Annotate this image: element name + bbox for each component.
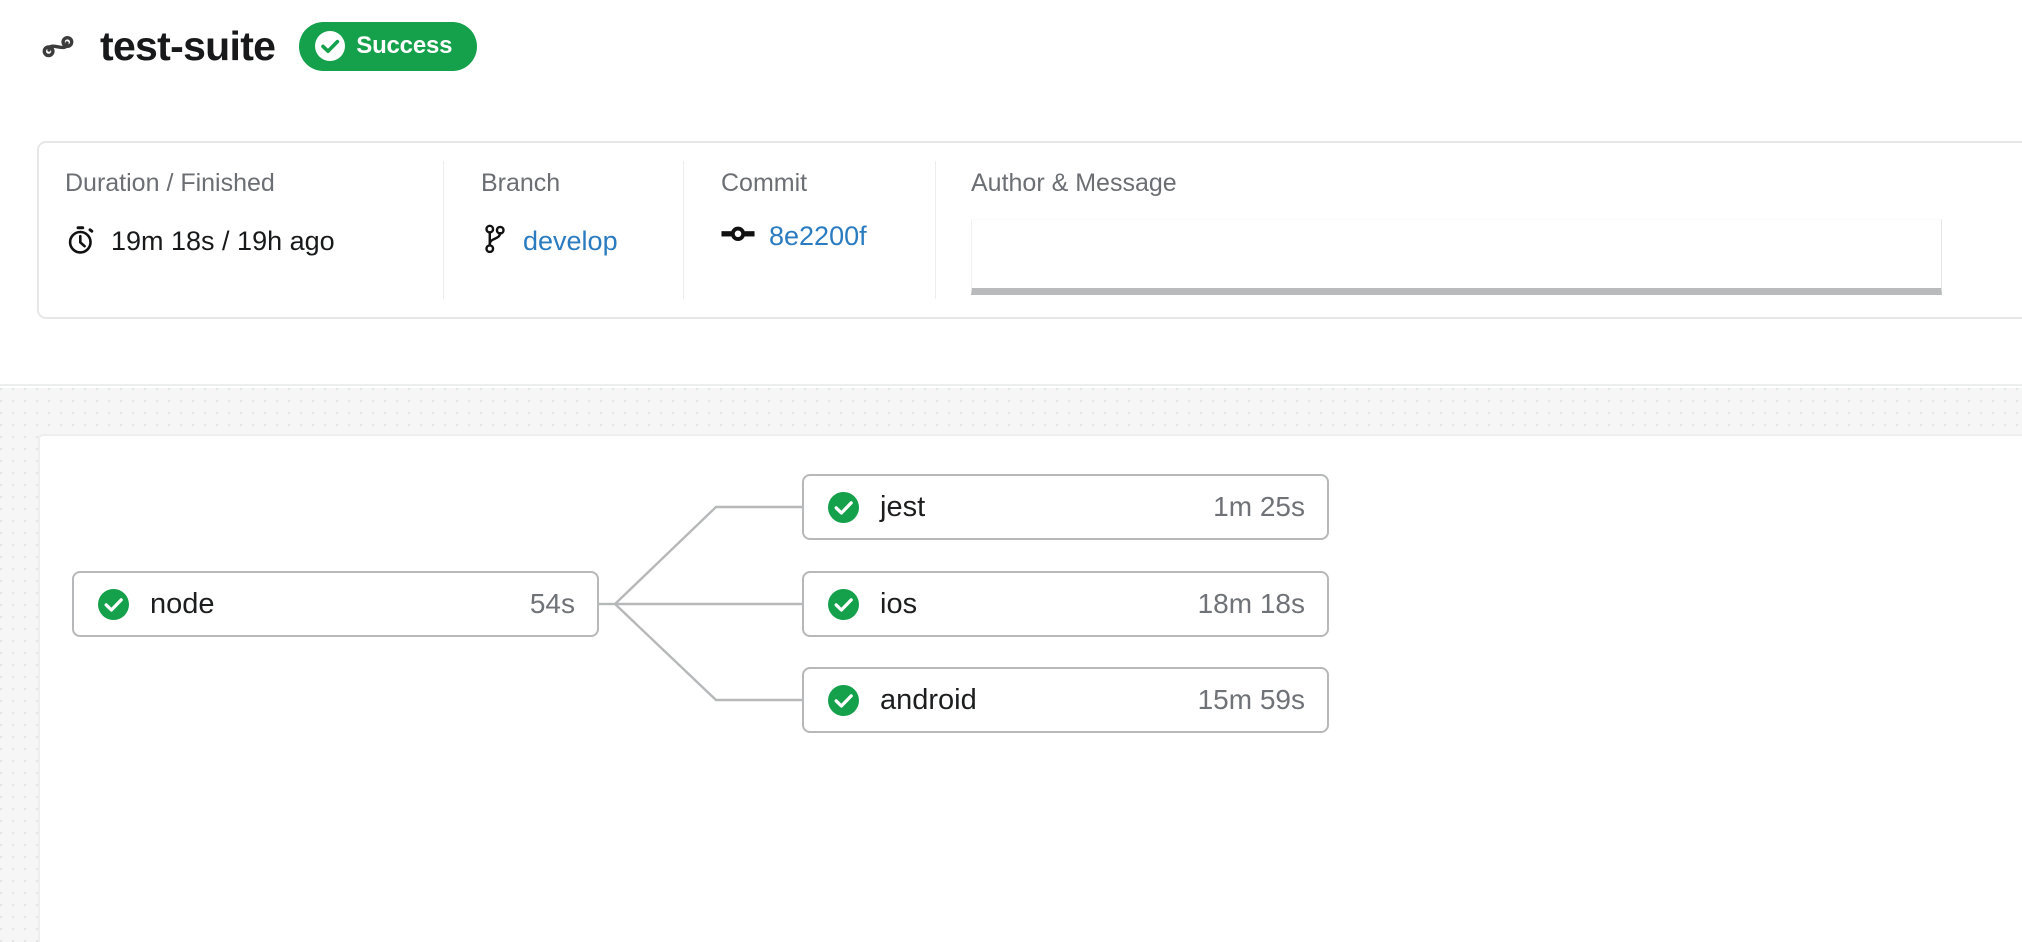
page-header: test-suite Success Duration / Finished: [0, 0, 2022, 386]
graph-node-duration: 18m 18s: [1197, 588, 1305, 619]
meta-column-commit: Commit 8e2200f: [683, 143, 935, 317]
meta-column-branch: Branch develop: [443, 143, 683, 317]
check-circle-icon: [828, 684, 859, 716]
pipeline-graph-canvas[interactable]: node 54s jest 1m 25s: [40, 436, 2022, 942]
check-circle-icon: [828, 588, 859, 620]
meta-value-commit: 8e2200f: [721, 223, 935, 250]
meta-column-duration: Duration / Finished 19m 18s / 19h ago: [39, 143, 443, 317]
graph-node-job[interactable]: android 15m 59s: [802, 667, 1329, 733]
meta-label-branch: Branch: [481, 169, 561, 197]
page-title: test-suite: [100, 22, 276, 69]
graph-node-root[interactable]: node 54s: [72, 571, 599, 637]
graph-node-job[interactable]: ios 18m 18s: [802, 571, 1329, 637]
graph-node-label: node: [150, 587, 215, 620]
check-circle-icon: [828, 491, 859, 523]
branch-link[interactable]: develop: [523, 226, 618, 256]
graph-node-duration: 1m 25s: [1213, 491, 1305, 522]
status-badge: Success: [299, 21, 478, 71]
duration-value: 19m 18s / 19h ago: [111, 226, 335, 256]
meta-label-commit: Commit: [721, 169, 808, 197]
stopwatch-icon: [65, 223, 97, 260]
commit-link[interactable]: 8e2200f: [769, 221, 867, 251]
git-branch-icon: [481, 223, 509, 260]
meta-value-duration: 19m 18s / 19h ago: [65, 223, 443, 260]
graph-node-job[interactable]: jest 1m 25s: [802, 474, 1329, 540]
author-message-placeholder: [971, 219, 1942, 295]
pipeline-graph-card: node 54s jest 1m 25s: [38, 434, 2022, 942]
meta-value-branch: develop: [481, 223, 683, 260]
meta-column-author: Author & Message: [935, 143, 2022, 317]
check-circle-icon: [315, 31, 346, 61]
check-circle-icon: [98, 588, 129, 620]
pipeline-meta-card: Duration / Finished 19m 18s / 19h ago Br…: [37, 141, 2022, 319]
graph-node-label: jest: [880, 490, 926, 523]
graph-node-label: android: [880, 683, 977, 716]
pipeline-icon: [36, 24, 80, 68]
graph-node-duration: 54s: [529, 588, 575, 619]
pipeline-graph-section: node 54s jest 1m 25s: [0, 388, 2022, 942]
meta-label-author: Author & Message: [971, 169, 1177, 197]
meta-label-duration: Duration / Finished: [65, 169, 275, 197]
git-commit-icon: [721, 223, 755, 250]
title-row: test-suite Success: [36, 17, 478, 75]
status-badge-label: Success: [356, 32, 453, 59]
graph-node-label: ios: [880, 587, 918, 620]
graph-node-duration: 15m 59s: [1197, 684, 1305, 715]
